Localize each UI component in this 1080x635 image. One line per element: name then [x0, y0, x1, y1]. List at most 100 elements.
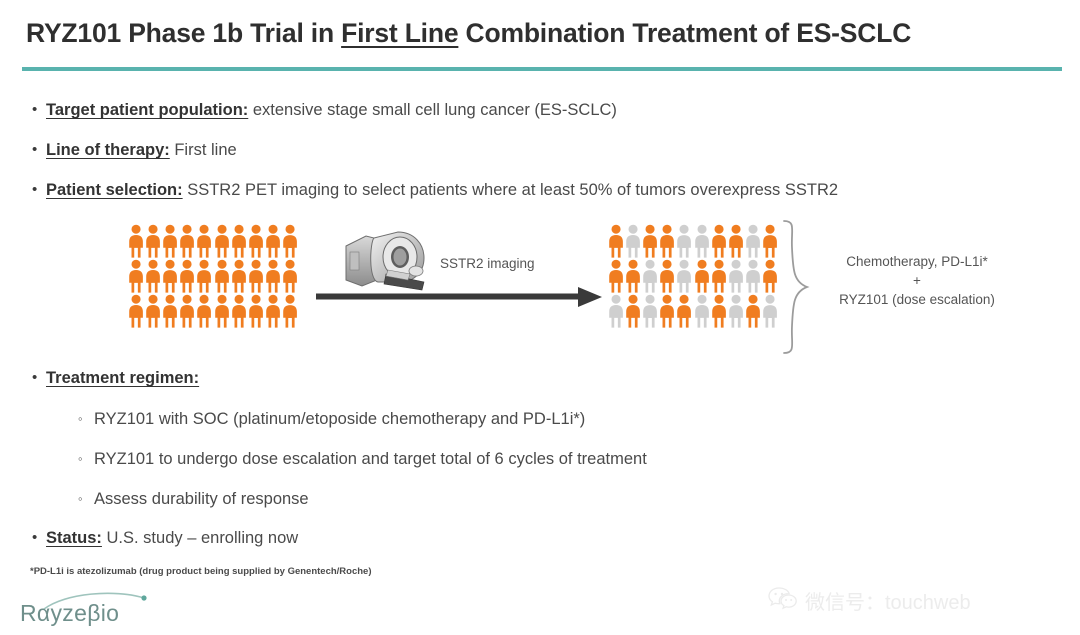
- person-figure-gray: [625, 224, 641, 258]
- person-figure-orange: [282, 224, 298, 258]
- person-figure-orange: [265, 294, 281, 329]
- person-figure-orange: [711, 294, 727, 329]
- person-figure-gray: [608, 294, 624, 329]
- rayzebio-logo-text: Rαyzeβio: [20, 600, 120, 626]
- treatment-arm-line-1: Chemotherapy, PD-L1i*: [846, 254, 988, 269]
- bullet-marker-icon: [32, 367, 46, 389]
- person-figure-orange: [711, 224, 727, 258]
- person-figure-orange: [128, 294, 144, 329]
- person-figure-orange: [282, 259, 298, 293]
- bullet-label: Line of therapy:: [46, 141, 170, 159]
- sub-bullet-text: Assess durability of response: [94, 490, 309, 508]
- person-figure-orange: [625, 259, 641, 293]
- footnote: *PD-L1i is atezolizumab (drug product be…: [30, 566, 372, 577]
- bullet-marker-icon: [32, 139, 46, 161]
- sub-bullet-marker-icon: [78, 487, 94, 511]
- person-figure-orange: [179, 224, 195, 258]
- person-figure-gray: [745, 224, 761, 258]
- person-figure-orange: [265, 224, 281, 258]
- person-figure-orange: [179, 294, 195, 329]
- person-figure-orange: [608, 224, 624, 258]
- person-figure-orange: [214, 294, 230, 329]
- curly-brace-icon: [780, 218, 810, 361]
- person-figure-gray: [762, 294, 778, 329]
- trial-flow-diagram: SSTR2 imaging Chemotherapy, PD-L1i* + RY…: [0, 210, 1080, 360]
- population-group-selected: [608, 224, 778, 329]
- sub-bullet-text: RYZ101 to undergo dose escalation and ta…: [94, 450, 647, 468]
- bullet-marker-icon: [32, 527, 46, 549]
- person-figure-orange: [145, 224, 161, 258]
- sub-bullet-marker-icon: [78, 407, 94, 431]
- person-figure-gray: [642, 259, 658, 293]
- bullet-label: Target patient population:: [46, 101, 249, 119]
- treatment-arm-line-2: +: [913, 273, 921, 288]
- person-figure-orange: [248, 259, 264, 293]
- wechat-watermark: 微信号：touchweb: [768, 586, 971, 615]
- person-figure-orange: [248, 224, 264, 258]
- person-figure-orange: [145, 294, 161, 329]
- person-figure-orange: [659, 259, 675, 293]
- person-figure-gray: [728, 259, 744, 293]
- person-figure-orange: [282, 294, 298, 329]
- page-title-emphasis: First Line: [341, 18, 459, 48]
- bullet-status: Status: U.S. study – enrolling now: [32, 527, 298, 549]
- person-figure-orange: [231, 294, 247, 329]
- person-figure-orange: [745, 294, 761, 329]
- person-figure-orange: [728, 224, 744, 258]
- imaging-step-label: SSTR2 imaging: [440, 256, 535, 271]
- sub-bullet-text: RYZ101 with SOC (platinum/etoposide chem…: [94, 410, 586, 428]
- population-group-unselected: [128, 224, 298, 329]
- person-figure-orange: [196, 259, 212, 293]
- person-figure-orange: [711, 259, 727, 293]
- person-figure-orange: [659, 224, 675, 258]
- person-figure-orange: [196, 224, 212, 258]
- person-figure-orange: [145, 259, 161, 293]
- person-figure-orange: [625, 294, 641, 329]
- page-title-part-2: Combination Treatment of ES-SCLC: [458, 18, 912, 48]
- person-figure-orange: [762, 224, 778, 258]
- right-arrow-icon: [316, 286, 604, 313]
- person-figure-gray: [676, 259, 692, 293]
- person-figure-orange: [214, 224, 230, 258]
- sub-bullet-dose-escalation: RYZ101 to undergo dose escalation and ta…: [78, 447, 647, 471]
- person-figure-orange: [762, 259, 778, 293]
- bullet-marker-icon: [32, 179, 46, 201]
- rayzebio-logo: Rαyzeβio: [16, 592, 196, 632]
- bullet-line-of-therapy: Line of therapy: First line: [32, 139, 237, 161]
- bullet-text: extensive stage small cell lung cancer (…: [248, 101, 617, 119]
- page-title-part-1: RYZ101 Phase 1b Trial in: [26, 18, 342, 48]
- person-figure-orange: [248, 294, 264, 329]
- person-figure-orange: [231, 224, 247, 258]
- wechat-watermark-text: 微信号：touchweb: [805, 592, 971, 614]
- person-figure-orange: [128, 224, 144, 258]
- person-figure-orange: [162, 224, 178, 258]
- person-figure-orange: [196, 294, 212, 329]
- bullet-text: SSTR2 PET imaging to select patients whe…: [182, 181, 839, 199]
- page-title: RYZ101 Phase 1b Trial in First Line Comb…: [26, 18, 911, 49]
- sub-bullet-ryz101-with-soc: RYZ101 with SOC (platinum/etoposide chem…: [78, 407, 585, 431]
- person-figure-orange: [179, 259, 195, 293]
- person-figure-orange: [642, 224, 658, 258]
- person-figure-orange: [659, 294, 675, 329]
- person-figure-gray: [694, 224, 710, 258]
- sub-bullet-durability: Assess durability of response: [78, 487, 309, 511]
- rayzebio-arc-icon: [43, 592, 147, 610]
- bullet-label: Treatment regimen:: [46, 369, 200, 387]
- treatment-arm-line-3: RYZ101 (dose escalation): [839, 292, 995, 307]
- person-figure-orange: [162, 259, 178, 293]
- title-divider: [22, 67, 1062, 71]
- bullet-text: First line: [169, 141, 237, 159]
- ct-scanner-icon: [340, 230, 426, 297]
- bullet-label: Patient selection:: [46, 181, 183, 199]
- status-text: U.S. study – enrolling now: [101, 529, 299, 547]
- status-label: Status:: [46, 529, 102, 547]
- person-figure-gray: [728, 294, 744, 329]
- bullet-target-patient-population: Target patient population: extensive sta…: [32, 99, 617, 121]
- person-figure-gray: [694, 294, 710, 329]
- person-figure-orange: [128, 259, 144, 293]
- sub-bullet-marker-icon: [78, 447, 94, 471]
- person-figure-orange: [265, 259, 281, 293]
- person-figure-orange: [608, 259, 624, 293]
- bullet-patient-selection: Patient selection: SSTR2 PET imaging to …: [32, 179, 838, 201]
- bullet-treatment-regimen: Treatment regimen:: [32, 367, 199, 389]
